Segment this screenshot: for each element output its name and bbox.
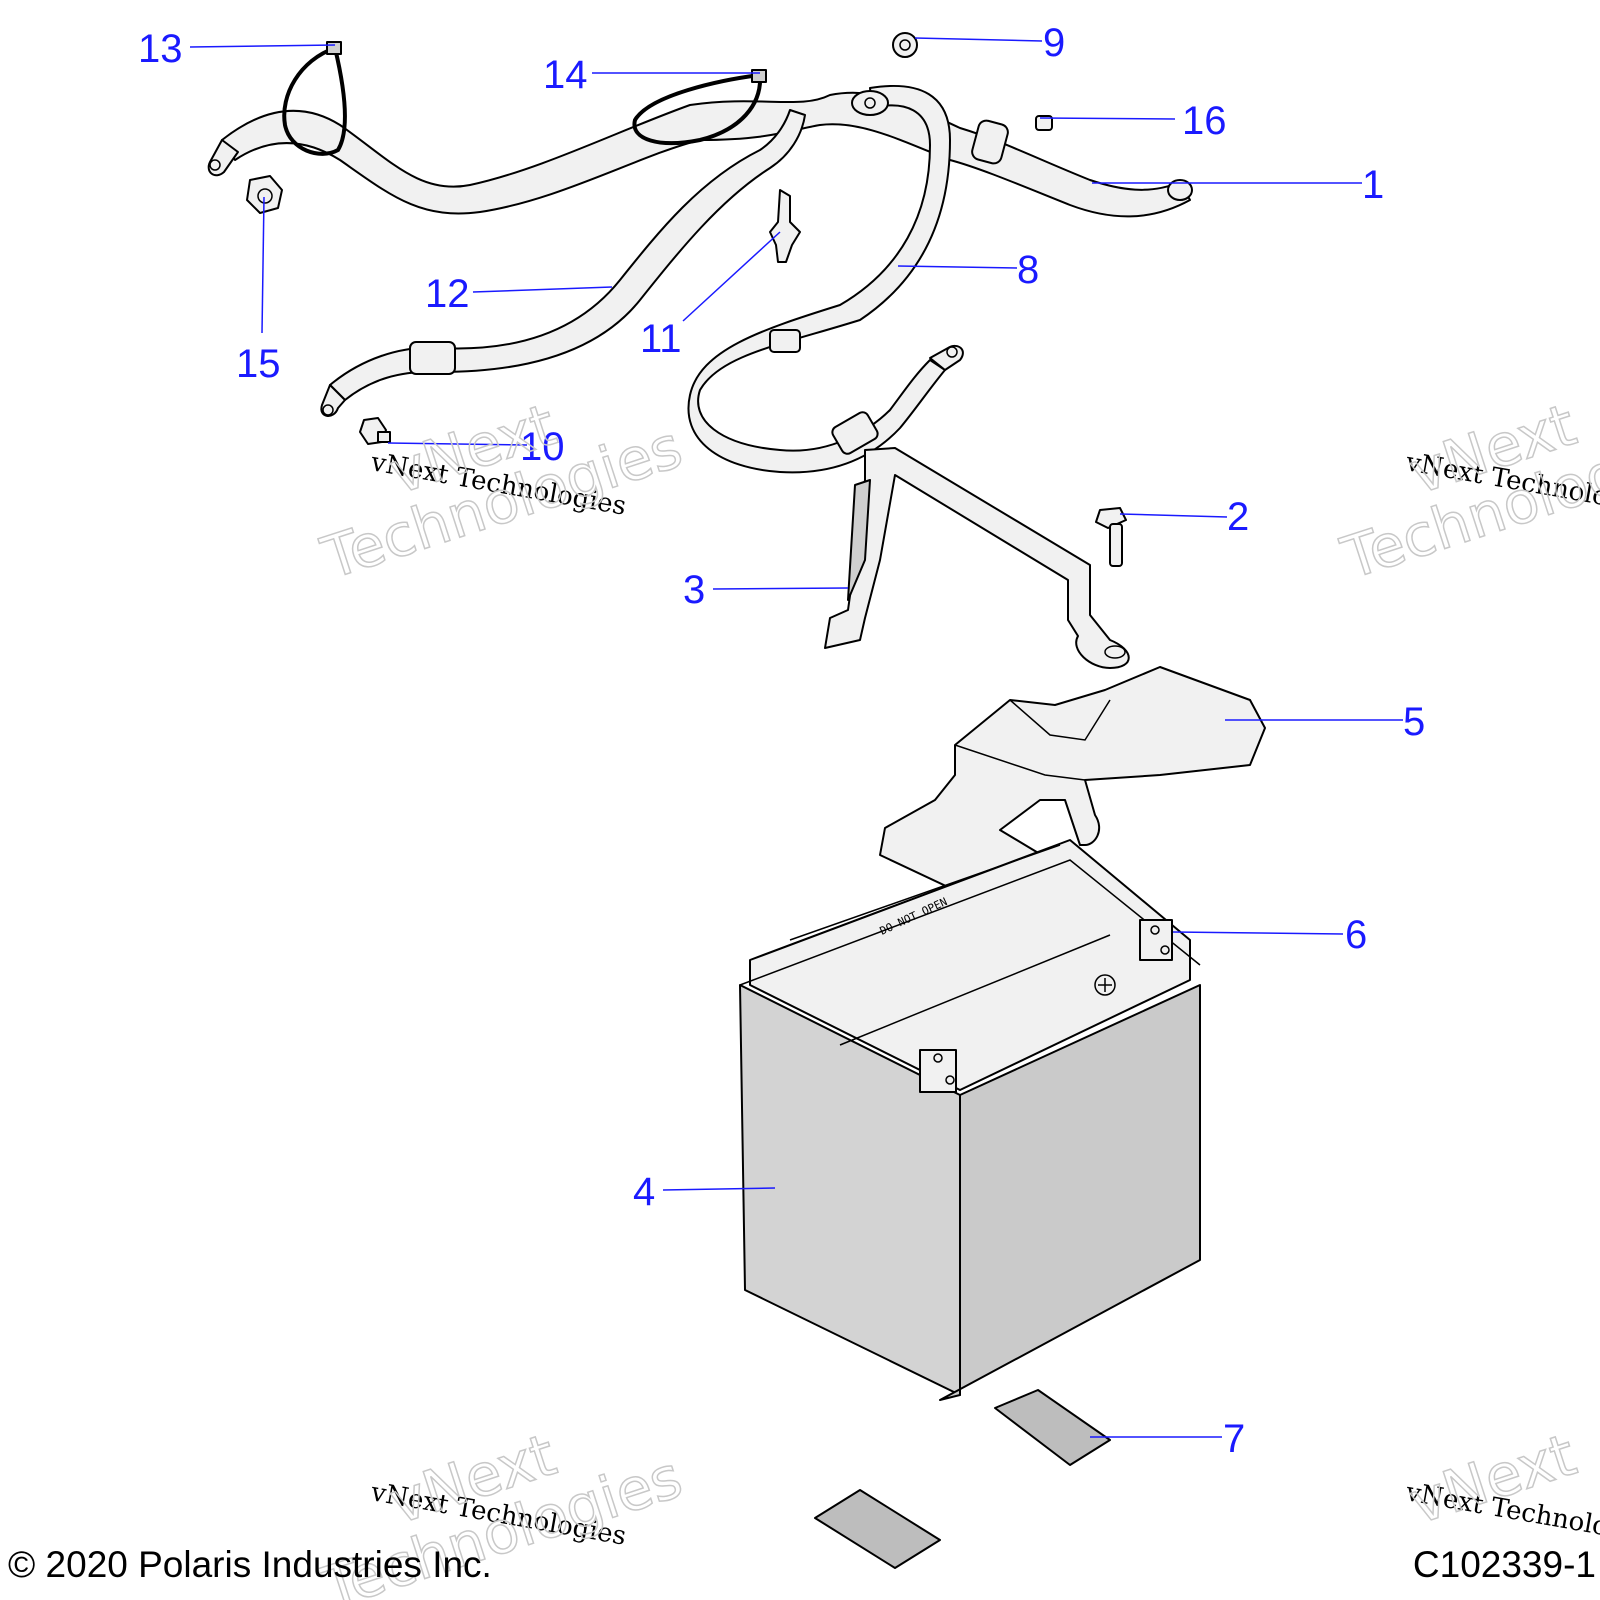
cable-12 bbox=[329, 109, 806, 401]
cable-12-boot bbox=[409, 341, 456, 375]
bolt-2 bbox=[1095, 507, 1127, 567]
figure-id: C102339-1 bbox=[1413, 1544, 1596, 1585]
callout-7: 7 bbox=[1223, 1417, 1245, 1461]
callout-13: 13 bbox=[138, 27, 183, 71]
pushpin-11 bbox=[769, 189, 801, 263]
cable-tie-14-head bbox=[751, 69, 767, 83]
callout-15: 15 bbox=[236, 342, 281, 386]
callout-11: 11 bbox=[640, 317, 682, 361]
callout-2: 2 bbox=[1227, 495, 1249, 539]
callout-3: 3 bbox=[683, 568, 705, 612]
positive-mark-icon bbox=[1094, 974, 1116, 996]
bracket-3 bbox=[824, 447, 1130, 669]
cable-1-boot bbox=[971, 119, 1009, 165]
bolt-16 bbox=[1035, 115, 1053, 131]
cable-1-terminal bbox=[1167, 179, 1193, 201]
junction-terminal bbox=[851, 90, 889, 116]
leader-lines bbox=[189, 37, 1403, 1438]
cable-tie-13-head bbox=[326, 41, 342, 55]
nut-15 bbox=[246, 175, 283, 214]
battery-4: DO NOT OPEN bbox=[739, 839, 1201, 1401]
callout-4: 4 bbox=[633, 1170, 655, 1214]
cable-clip bbox=[769, 329, 801, 353]
callout-numbers: 1 2 3 4 5 6 7 8 9 10 11 12 13 14 15 16 bbox=[138, 21, 1425, 1461]
callout-16: 16 bbox=[1182, 99, 1227, 143]
pad-7 bbox=[994, 1389, 1111, 1466]
cable-tie-14 bbox=[632, 73, 763, 145]
callout-10: 10 bbox=[520, 425, 565, 469]
callout-5: 5 bbox=[1403, 700, 1425, 744]
cable-8-boot bbox=[831, 411, 879, 455]
cable-12-lug bbox=[320, 384, 346, 417]
callout-6: 6 bbox=[1345, 913, 1367, 957]
battery-terminal-negative bbox=[919, 1049, 957, 1093]
callout-9: 9 bbox=[1043, 21, 1065, 65]
callout-8: 8 bbox=[1017, 248, 1039, 292]
cable-assembly bbox=[207, 84, 1193, 474]
callout-12: 12 bbox=[425, 272, 470, 316]
nut-9 bbox=[892, 32, 918, 58]
bolt-10 bbox=[359, 417, 391, 445]
copyright-text: © 2020 Polaris Industries Inc. bbox=[8, 1544, 492, 1585]
callout-1: 1 bbox=[1362, 163, 1384, 207]
cable-tie-13 bbox=[282, 46, 347, 156]
pad-7-second bbox=[814, 1489, 941, 1569]
callout-14: 14 bbox=[543, 53, 588, 97]
